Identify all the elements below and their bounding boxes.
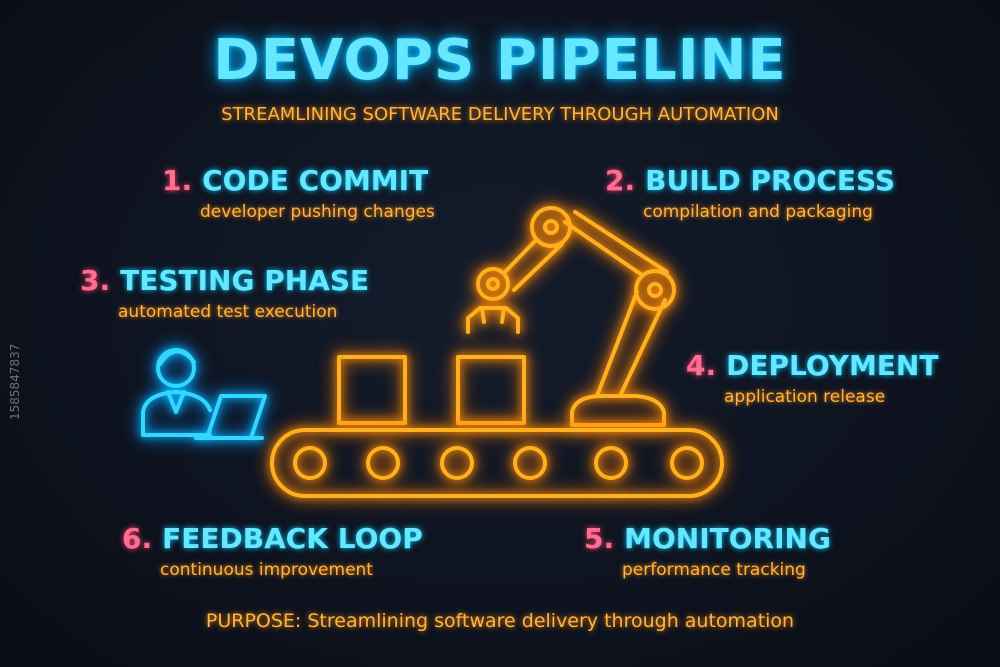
step-label: MONITORING xyxy=(624,522,831,555)
step-description: developer pushing changes xyxy=(200,202,435,222)
step-number: 2. xyxy=(605,164,636,197)
conveyor-belt-icon xyxy=(270,428,724,498)
step-number: 4. xyxy=(686,349,717,382)
step-description: compilation and packaging xyxy=(643,202,873,222)
step-number: 1. xyxy=(162,164,193,197)
step-label: FEEDBACK LOOP xyxy=(162,522,423,555)
step-label: CODE COMMIT xyxy=(202,164,429,197)
box-icon xyxy=(456,355,526,425)
step-deployment: 4. DEPLOYMENT application release xyxy=(686,349,939,408)
step-monitoring: 5. MONITORING performance tracking xyxy=(584,522,831,581)
step-description: application release xyxy=(724,387,886,407)
robot-arm-icon xyxy=(466,206,676,427)
step-description: performance tracking xyxy=(622,560,806,580)
purpose-statement: PURPOSE: Streamlining software delivery … xyxy=(205,610,795,632)
page-title: DEVOPS PIPELINE xyxy=(213,28,787,93)
step-number: 5. xyxy=(584,522,615,555)
step-feedback-loop: 6. FEEDBACK LOOP continuous improvement xyxy=(122,522,423,581)
step-number: 6. xyxy=(122,522,153,555)
step-description: automated test execution xyxy=(118,302,338,322)
page-subtitle: STREAMLINING SOFTWARE DELIVERY THROUGH A… xyxy=(221,104,779,125)
step-code-commit: 1. CODE COMMIT developer pushing changes xyxy=(162,164,435,223)
stock-id-watermark: 1585847837 xyxy=(8,343,22,420)
box-icon xyxy=(337,355,407,425)
step-description: continuous improvement xyxy=(160,560,373,580)
developer-laptop-icon xyxy=(141,348,267,440)
step-label: DEPLOYMENT xyxy=(726,349,939,382)
step-label: TESTING PHASE xyxy=(120,264,370,297)
step-number: 3. xyxy=(80,264,111,297)
step-label: BUILD PROCESS xyxy=(645,164,896,197)
step-testing-phase: 3. TESTING PHASE automated test execution xyxy=(80,264,370,323)
step-build-process: 2. BUILD PROCESS compilation and packagin… xyxy=(605,164,896,223)
